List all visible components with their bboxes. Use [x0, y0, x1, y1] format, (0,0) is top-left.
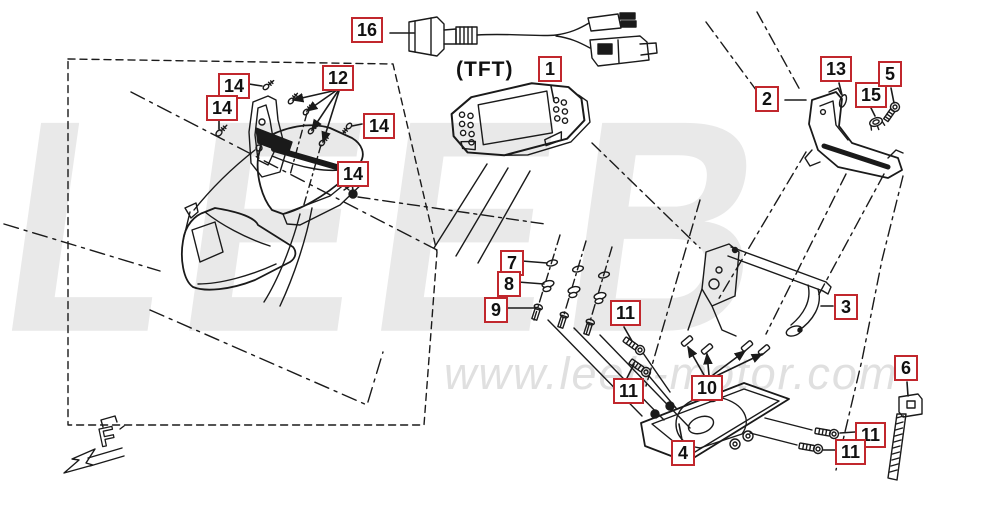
part-callout-6: 6	[894, 355, 918, 381]
screw-14a-icon	[262, 79, 275, 91]
part-callout-11: 11	[835, 439, 867, 465]
connector-cable-16-drawing	[408, 12, 658, 67]
tft-type-label: (TFT)	[456, 58, 514, 81]
part-callout-8: 8	[497, 271, 521, 297]
bolt-5-icon	[882, 101, 901, 123]
part-callout-14: 14	[363, 113, 396, 139]
grommet-screw-column-drawing	[433, 163, 691, 429]
bracket-3-drawing	[687, 243, 832, 337]
nut-15-icon	[869, 116, 886, 131]
part-callout-1: 1	[538, 56, 562, 82]
damper-pads-10-drawing	[680, 335, 771, 356]
part-callout-2: 2	[755, 86, 779, 112]
left-dashed-boundary	[3, 58, 546, 426]
part-callout-11: 11	[610, 300, 642, 326]
clip-13-icon	[838, 94, 848, 108]
part-callout-9: 9	[484, 297, 508, 323]
screw-14c-icon	[341, 122, 353, 135]
part-callout-16: 16	[351, 17, 384, 43]
cable-tie-6-drawing	[887, 393, 923, 481]
part-callout-14: 14	[206, 95, 239, 121]
screw-14b-icon	[215, 124, 228, 137]
screw-9-icon	[531, 303, 596, 336]
part-callout-11: 11	[613, 378, 645, 404]
part-callout-4: 4	[671, 440, 695, 466]
leader-lines	[218, 32, 909, 451]
washer-7-icon	[545, 259, 611, 279]
right-bracket-2-drawing	[591, 11, 904, 471]
tft-display-1-drawing	[450, 82, 591, 157]
part-callout-14: 14	[218, 73, 251, 99]
front-direction-arrow: F	[63, 415, 125, 474]
site-url-watermark: www.leeb-motor.com	[444, 348, 899, 399]
part-callout-5: 5	[878, 61, 902, 87]
part-callout-12: 12	[322, 65, 355, 91]
part-callout-3: 3	[834, 294, 858, 320]
part-callout-13: 13	[820, 56, 853, 82]
part-callout-10: 10	[691, 375, 724, 401]
part-callout-14: 14	[337, 161, 370, 187]
grommet-8-icon	[541, 279, 607, 305]
front-marker-letter: F	[96, 420, 118, 453]
